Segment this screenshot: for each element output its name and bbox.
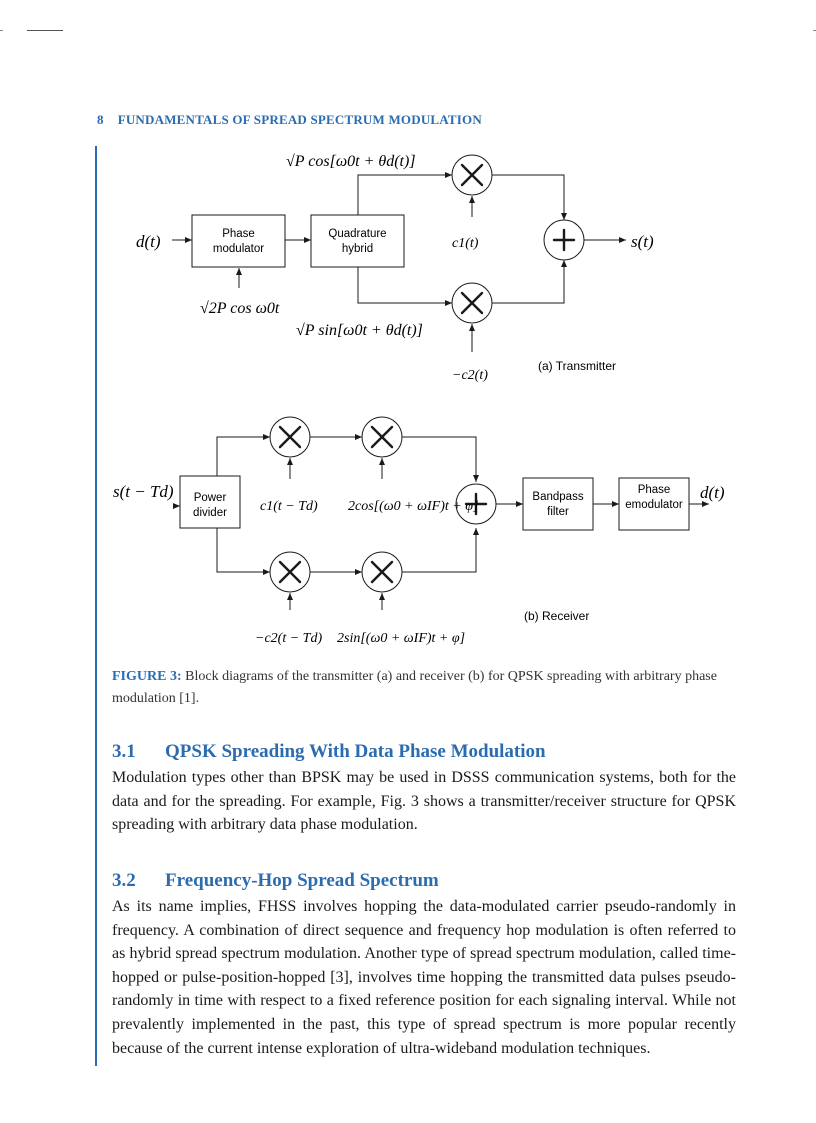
- section-number: 3.1: [112, 741, 136, 762]
- tx-top-branch-label: √P cos[ω0t + θd(t)]: [286, 153, 416, 170]
- multiply-icon: [460, 163, 484, 187]
- running-head: 8 FUNDAMENTALS OF SPREAD SPECTRUM MODULAT…: [97, 112, 482, 128]
- plus-icon: [464, 492, 488, 516]
- multiply-icon: [460, 291, 484, 315]
- bandpass-label-2: filter: [547, 506, 569, 518]
- rx-osc-bottom: 2sin[(ω0 + ωIF)t + φ]: [337, 631, 465, 646]
- edge-mark-right: [813, 30, 816, 31]
- multiply-icon: [370, 425, 394, 449]
- tx-input-label: d(t): [136, 232, 161, 251]
- rx-caption: (b) Receiver: [524, 609, 589, 623]
- phase-demod-label-2: emodulator: [625, 499, 683, 511]
- phase-demodulator-block: [618, 477, 690, 531]
- rx-code-bottom: −c2(t − Td): [255, 631, 322, 646]
- running-head-title: FUNDAMENTALS OF SPREAD SPECTRUM MODULATI…: [117, 112, 482, 127]
- rx-input-label: s(t − Td): [113, 482, 174, 501]
- figure-caption-label: FIGURE 3:: [112, 669, 182, 684]
- tx-bottom-branch-label: √P sin[ω0t + θd(t)]: [296, 322, 423, 339]
- tx-caption: (a) Transmitter: [538, 359, 616, 373]
- plus-icon: [552, 228, 576, 252]
- tx-code-bottom: −c2(t): [452, 368, 488, 383]
- phase-modulator-label-2: modulator: [213, 243, 264, 255]
- edge-mark-left: [0, 30, 3, 31]
- sidebar-rule: [95, 146, 97, 1066]
- section-body-3-2: As its name implies, FHSS involves hoppi…: [112, 898, 736, 1057]
- multiply-icon: [278, 560, 302, 584]
- phase-modulator-label-1: Phase: [222, 228, 255, 240]
- power-divider-label-2: divider: [193, 507, 227, 519]
- multiply-icon: [370, 560, 394, 584]
- quadrature-hybrid-block: [310, 214, 405, 268]
- figure-caption-text: Block diagrams of the transmitter (a) an…: [112, 669, 717, 706]
- quadrature-hybrid-label-1: Quadrature: [328, 228, 386, 240]
- quadrature-hybrid-label-2: hybrid: [342, 243, 373, 255]
- tx-output-label: s(t): [631, 232, 654, 251]
- page-number: 8: [97, 112, 104, 127]
- tx-code-top: c1(t): [452, 236, 479, 251]
- section-number: 3.2: [112, 870, 136, 891]
- bandpass-label-1: Bandpass: [532, 491, 583, 503]
- rx-output-label: d(t): [700, 483, 725, 502]
- section-heading-3-2: 3.2 Frequency-Hop Spread Spectrum: [112, 870, 439, 892]
- section-title: QPSK Spreading With Data Phase Modulatio…: [165, 741, 546, 762]
- phase-demod-label-1: Phase: [638, 484, 671, 496]
- tx-carrier-label: √2P cos ω0t: [200, 300, 280, 317]
- power-divider-label-1: Power: [194, 492, 227, 504]
- crop-mark: [27, 30, 63, 31]
- rx-osc-top: 2cos[(ω0 + ωIF)t + φ]: [348, 499, 478, 514]
- figure-caption: FIGURE 3: Block diagrams of the transmit…: [112, 666, 736, 710]
- section-title: Frequency-Hop Spread Spectrum: [165, 870, 439, 891]
- section-heading-3-1: 3.1 QPSK Spreading With Data Phase Modula…: [112, 741, 546, 763]
- multiply-icon: [278, 425, 302, 449]
- phase-modulator-block: [191, 214, 286, 268]
- figure-3-diagram: d(t) Phase modulator Quadrature hybrid √…: [113, 153, 725, 646]
- bandpass-filter-block: [522, 477, 594, 531]
- power-divider-block: [179, 475, 241, 529]
- section-body-3-1: Modulation types other than BPSK may be …: [112, 769, 736, 834]
- rx-code-top: c1(t − Td): [260, 499, 318, 514]
